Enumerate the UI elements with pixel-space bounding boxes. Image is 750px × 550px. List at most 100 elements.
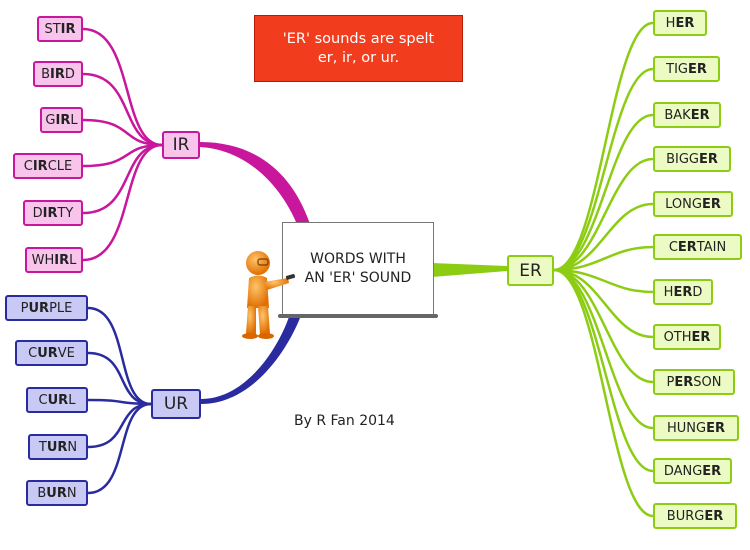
note-line-2: er, ir, or ur. (317, 49, 400, 66)
board-tray (278, 314, 438, 318)
ur-word-2-post: L (68, 392, 76, 408)
ir-word-4-pre: D (32, 205, 43, 221)
center-line-1: WORDS WITH (310, 251, 406, 267)
ur-link-4 (86, 402, 153, 495)
ir-word-1-bold: IR (50, 66, 65, 82)
er-word-9-pre: HUNG (667, 420, 707, 436)
ir-word-5-bold: IR (54, 252, 70, 268)
ir-word-2-post: L (70, 112, 78, 128)
ur-word-4-pre: B (37, 485, 47, 501)
er-link-10 (552, 268, 655, 473)
ir-link-5 (81, 143, 164, 262)
er-word-7-bold: ER (691, 329, 711, 345)
er-link-6 (552, 268, 655, 294)
ir-link-0 (81, 27, 164, 147)
note-line-1: 'ER' sounds are spelt (282, 30, 435, 47)
ir-link-1 (81, 72, 164, 147)
ir-link-3 (81, 143, 164, 168)
er-word-6-bold: ER (673, 284, 693, 300)
er-word-5-bold: ER (677, 239, 697, 255)
hub-ur: UR (151, 389, 201, 419)
ir-word-5-pre: WH (31, 252, 55, 268)
ur-word-1-bold: UR (37, 345, 58, 361)
er-word-5-pre: C (668, 239, 678, 255)
er-word-2-pre: BAK (664, 107, 691, 123)
ir-word-3-bold: IR (32, 158, 48, 174)
er-word-8-bold: ER (674, 374, 694, 390)
ir-word-2-pre: G (45, 112, 56, 128)
ir-word-5-post: L (69, 252, 77, 268)
er-word-7-pre: OTH (663, 329, 692, 345)
er-link-0 (552, 21, 655, 272)
er-link-3 (552, 157, 655, 272)
ur-link-3 (86, 402, 153, 449)
central-topic-board: WORDS WITH AN 'ER' SOUND (282, 222, 434, 316)
er-word-3-pre: BIGG (666, 151, 699, 167)
er-word-9-bold: ER (706, 420, 725, 436)
ir-word-3-pre: C (23, 158, 33, 174)
er-word-6-pre: H (663, 284, 674, 300)
ur-word-2-bold: UR (47, 392, 69, 408)
er-link-8 (552, 268, 655, 384)
er-word-4-pre: LONG (665, 196, 702, 212)
ir-word-4-bold: IR (42, 205, 58, 221)
teacher-figure-icon (242, 251, 296, 339)
er-link-4 (552, 202, 655, 272)
er-word-4-bold: ER (701, 196, 721, 212)
er-link-9 (552, 268, 655, 430)
ir-word-4-post: TY (57, 205, 74, 221)
er-word-0-pre: H (665, 15, 676, 31)
er-link-1 (552, 67, 655, 272)
er-word-1-pre: TIG (666, 61, 688, 77)
er-word-10-pre: DANG (663, 463, 703, 479)
er-word-3-bold: ER (699, 151, 718, 167)
ur-word-0-pre: P (20, 300, 29, 316)
ur-word-1-pre: C (28, 345, 38, 361)
ur-word-0-bold: UR (28, 300, 50, 316)
ir-word-1-pre: B (41, 66, 51, 82)
ir-word-0-bold: IR (60, 21, 76, 37)
er-link-2 (552, 113, 655, 272)
ur-word-3-pre: T (38, 439, 47, 455)
ir-link-4 (81, 143, 164, 215)
ur-word-3-bold: UR (46, 439, 68, 455)
ur-link-1 (86, 351, 153, 406)
hub-ir: IR (162, 131, 200, 159)
ir-word-3-post: CLE (47, 158, 73, 174)
er-word-11-pre: BURG (666, 508, 705, 524)
er-word-11-bold: ER (704, 508, 724, 524)
er-word-6-post: D (692, 284, 703, 300)
ur-link-0 (86, 306, 153, 406)
er-word-0-bold: ER (675, 15, 695, 31)
ir-word-1-post: D (64, 66, 75, 82)
ur-word-3-post: N (67, 439, 78, 455)
er-word-10-bold: ER (702, 463, 722, 479)
ir-word-2-bold: IR (55, 112, 71, 128)
ir-word-0-pre: ST (44, 21, 61, 37)
er-word-8-post: SON (693, 374, 722, 390)
er-word-1-bold: ER (687, 61, 707, 77)
er-link-5 (552, 245, 655, 272)
center-line-2: AN 'ER' SOUND (304, 270, 412, 286)
